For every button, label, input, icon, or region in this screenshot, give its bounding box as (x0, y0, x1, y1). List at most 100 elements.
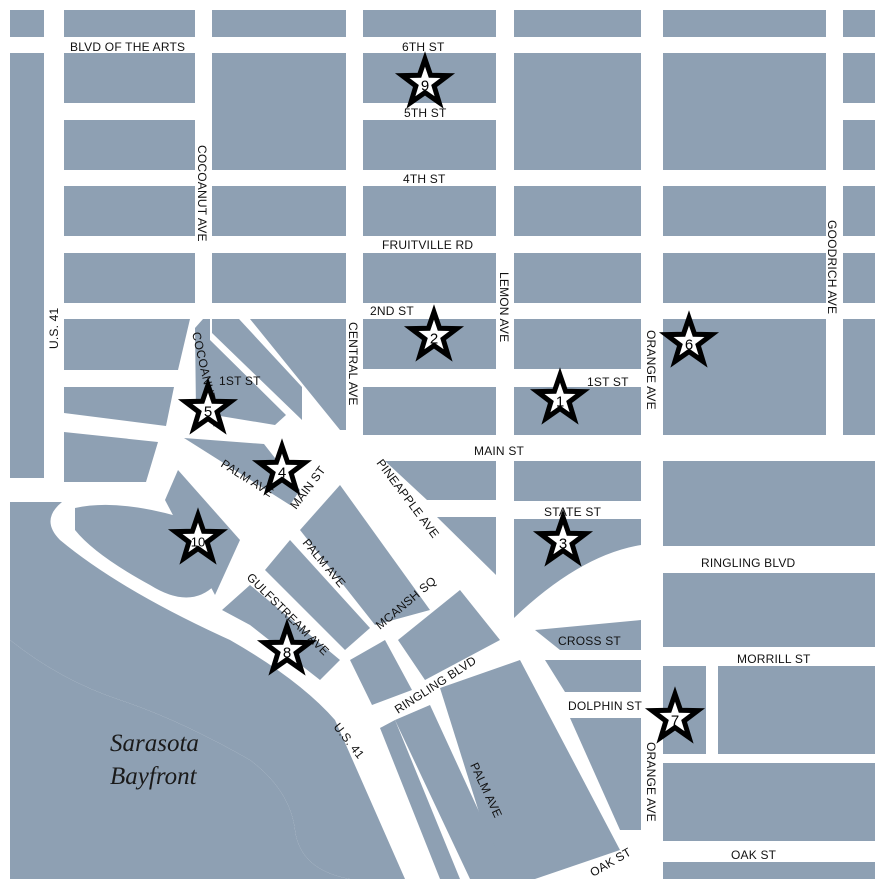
block (64, 10, 195, 37)
block (843, 186, 875, 236)
block (843, 253, 875, 303)
bayfront-island (75, 504, 220, 598)
block (10, 53, 44, 478)
marker-number: 3 (559, 536, 567, 553)
block (514, 186, 641, 236)
block (514, 519, 641, 618)
block (663, 763, 875, 841)
block (385, 461, 496, 500)
city-blocks (10, 10, 875, 879)
marker-number: 9 (421, 78, 429, 95)
star-icon (658, 310, 720, 368)
block (212, 319, 302, 420)
block (64, 186, 195, 236)
block (380, 720, 460, 879)
street-label-orange-ave-north: ORANGE AVE (644, 330, 658, 410)
block (663, 573, 875, 647)
street-label-6th-st: 6TH ST (402, 40, 445, 54)
location-marker-10[interactable]: 10 (167, 507, 229, 565)
block (363, 253, 496, 303)
block (222, 585, 340, 680)
block (843, 53, 875, 103)
location-marker-5[interactable]: 5 (177, 377, 239, 435)
marker-number: 10 (191, 535, 205, 550)
location-marker-2[interactable]: 2 (403, 304, 465, 362)
block (10, 10, 44, 37)
marker-number: 5 (204, 404, 212, 421)
block (363, 186, 496, 236)
block (514, 10, 641, 37)
block (843, 120, 875, 170)
block (843, 10, 875, 37)
location-markers: 1 2 3 4 5 6 7 8 (167, 51, 720, 744)
block (437, 517, 496, 575)
marker-number: 1 (556, 394, 564, 411)
block (350, 640, 412, 705)
street-label-us41-north: U.S. 41 (47, 307, 61, 349)
block (663, 862, 875, 879)
sarasota-bayfront (10, 502, 405, 879)
block (514, 461, 641, 501)
star-icon (251, 438, 313, 496)
street-label-central-ave: CENTRAL AVE (346, 322, 360, 406)
star-icon (532, 509, 594, 567)
location-marker-8[interactable]: 8 (256, 618, 318, 676)
block (363, 10, 496, 37)
block (64, 53, 195, 103)
block (195, 319, 286, 425)
star-icon (403, 304, 465, 362)
block (440, 660, 620, 879)
marker-number: 7 (671, 713, 679, 730)
block (663, 53, 826, 170)
street-label-dolphin-st: DOLPHIN ST (568, 699, 642, 713)
block (663, 461, 875, 546)
street-label-5th-st: 5TH ST (404, 106, 447, 120)
star-icon (394, 51, 456, 109)
block (64, 319, 190, 370)
street-label-orange-ave-south: ORANGE AVE (644, 742, 658, 822)
street-label-1st-st-east: 1ST ST (587, 375, 629, 389)
block (212, 253, 346, 303)
block (545, 660, 641, 692)
block (212, 186, 346, 236)
marker-number: 8 (283, 645, 291, 662)
street-label-morrill-st: MORRILL ST (737, 652, 811, 666)
street-label-state-st: STATE ST (544, 505, 602, 519)
location-marker-3[interactable]: 3 (532, 509, 594, 567)
location-marker-7[interactable]: 7 (644, 686, 706, 744)
location-marker-9[interactable]: 9 (394, 51, 456, 109)
street-label-oak-st-east: OAK ST (731, 848, 777, 862)
star-icon (529, 367, 591, 425)
street-label-2nd-st: 2ND ST (370, 304, 414, 318)
star-icon (167, 507, 229, 565)
street-label-4th-st: 4TH ST (403, 172, 446, 186)
block (363, 120, 496, 170)
block (64, 387, 174, 426)
marker-number: 4 (278, 465, 286, 482)
block (250, 319, 346, 430)
block (570, 718, 641, 830)
block (212, 53, 346, 170)
block (398, 590, 500, 680)
bayfront-label: Sarasota Bayfront (110, 730, 199, 790)
marker-number: 6 (685, 337, 693, 354)
block (663, 10, 826, 37)
location-marker-4[interactable]: 4 (251, 438, 313, 496)
street-label-cocoanut-ave-north: COCOANUT AVE (195, 145, 209, 242)
star-icon (644, 686, 706, 744)
street-label-1st-st-west: 1ST ST (219, 374, 261, 388)
block (514, 253, 641, 303)
marker-number: 2 (430, 331, 438, 348)
location-marker-6[interactable]: 6 (658, 310, 720, 368)
block (64, 120, 195, 170)
street-label-cross-st: CROSS ST (558, 634, 621, 648)
block (535, 620, 641, 650)
location-marker-1[interactable]: 1 (529, 367, 591, 425)
street-label-main-st: MAIN ST (474, 444, 525, 458)
street-label-blvd-of-the-arts: BLVD OF THE ARTS (70, 40, 185, 54)
street-label-ringling-blvd-east: RINGLING BLVD (701, 556, 796, 570)
street-label-fruitville-rd: FRUITVILLE RD (382, 238, 473, 252)
block (395, 705, 510, 879)
bayfront-label-line2: Bayfront (110, 763, 198, 790)
